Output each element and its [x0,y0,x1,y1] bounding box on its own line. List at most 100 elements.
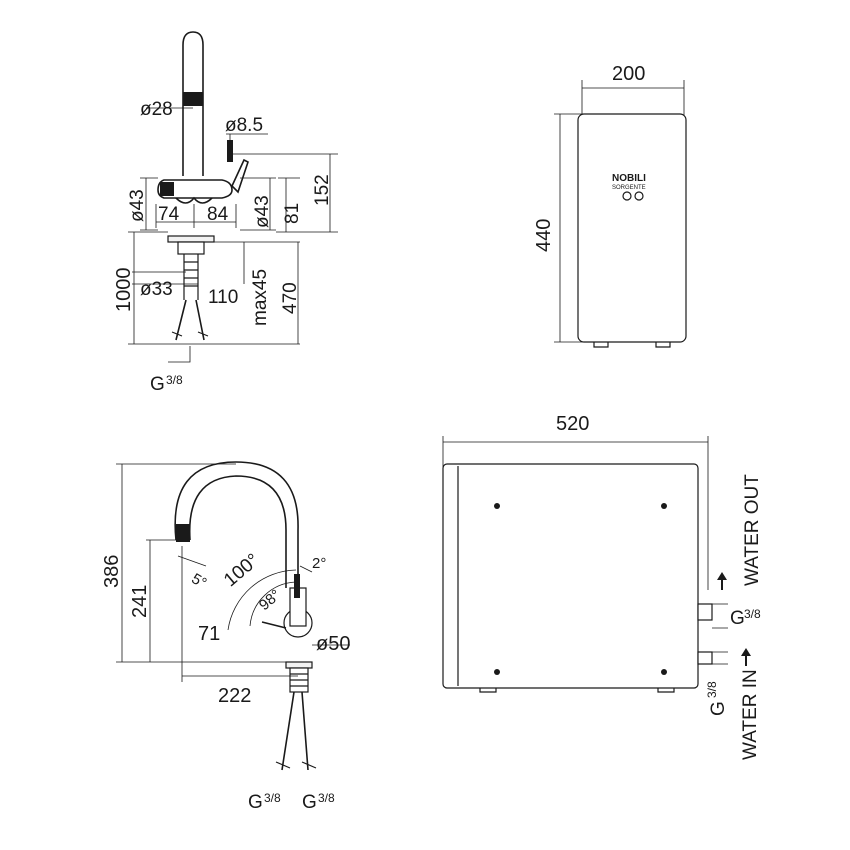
dim-line-386 [116,463,290,663]
spout-band [183,92,203,106]
label-152: 152 [312,174,333,206]
hose-fittings [171,331,209,337]
dim-line-43-right [240,177,276,231]
tank-feet [593,342,671,348]
label-thread-g-in: G [708,701,729,716]
dim-line-8-5 [226,133,268,150]
label-diam-50: ø50 [316,633,350,655]
dim-line-43-left [140,177,158,231]
label-386: 386 [101,555,123,588]
label-thread-g-out: G [730,608,745,629]
faucet-side-threads [290,673,308,687]
angle-arc-98 [249,581,297,627]
dim-line-222 [181,546,298,682]
tank-indicator-left [622,191,632,201]
tank-body [577,113,687,343]
tank-side-feet [479,688,675,693]
dim-line-520 [442,436,709,590]
supply-hoses [175,299,205,341]
tank-screw-br [661,669,667,675]
label-520: 520 [556,413,589,435]
water-in-fitting [697,651,713,665]
water-in-leader [712,651,728,665]
faucet-cap [160,182,174,196]
label-diam-8-5: ø8.5 [225,115,263,136]
label-angle-5: 5° [189,570,210,592]
label-1000: 1000 [113,268,135,313]
label-71: 71 [198,623,220,645]
label-water-in: WATER IN [740,669,761,760]
label-74: 74 [158,204,180,225]
label-thread-frac-right: 3/8 [318,791,335,805]
label-diam-33: ø33 [140,279,173,300]
faucet-threaded-shank [183,254,199,300]
dim-line-1000 [128,231,300,345]
label-thread-frac: 3/8 [166,373,183,387]
angle-line-2 [299,565,313,573]
dim-line-152 [232,153,338,233]
label-84: 84 [207,204,229,225]
faucet-body-lower [175,196,213,204]
angle-arc-100 [227,569,297,631]
faucet-lever [231,158,249,194]
tank-screw-tl [494,503,500,509]
faucet-body-outline [157,179,233,199]
label-angle-2: 2° [312,555,326,572]
tank-screw-tr [661,503,667,509]
label-81: 81 [282,203,303,224]
faucet-base-plate [167,235,215,243]
tank-brand-sub: SORGENTE [612,185,646,191]
shank-threads [184,261,198,287]
gooseneck-tip [176,524,190,542]
dim-line-440 [554,113,586,343]
water-out-fitting [697,603,713,621]
dim-line-81 [278,177,300,232]
faucet-side-hoses [281,691,309,771]
tank-brand-logo: NOBILI [612,173,646,184]
label-max45: max45 [250,269,271,326]
faucet-side-view: 386 241 5° 100° 2° 98° 71 ø50 222 G 3/8 … [101,461,350,813]
water-in-arrow-icon [741,648,751,666]
faucet-base-nut [177,241,205,255]
label-200: 200 [612,63,645,85]
gooseneck-inner [188,475,287,588]
tank-indicator-right [634,191,644,201]
lever-tip [227,140,233,162]
label-thread-frac-in: 3/8 [705,681,719,698]
label-241: 241 [129,585,151,618]
label-diam-28: ø28 [140,99,173,120]
faucet-front-view: ø28 ø8.5 ø43 74 84 ø43 81 152 1000 ø33 1… [113,31,338,395]
gooseneck-outer [174,461,299,588]
water-out-arrow-icon [717,572,727,590]
label-thread-frac-left: 3/8 [264,791,281,805]
label-diam-43-left: ø43 [127,189,148,222]
label-440: 440 [533,219,555,252]
label-thread-frac-out: 3/8 [744,607,761,621]
water-out-leader [712,603,728,629]
faucet-side-base [285,661,313,669]
label-angle-98: 98° [256,586,284,614]
angle-line-5 [177,555,207,567]
faucet-side-lever-top [294,574,300,598]
label-thread-g: G [150,374,165,395]
label-222: 222 [218,685,251,707]
tank-side-view: 520 WATER OUT WATER IN G 3/8 G 3/8 [442,413,763,760]
faucet-side-lever [261,621,287,629]
faucet-side-fittings [275,761,317,769]
tank-side-body [442,463,699,689]
label-thread-g-left: G [248,792,263,813]
label-angle-100: 100° [220,550,264,591]
label-water-out: WATER OUT [742,474,763,586]
tank-screw-bl [494,669,500,675]
label-diam-43-right: ø43 [252,195,273,228]
tank-front-view: NOBILI SORGENTE 200 440 [533,63,687,348]
dim-line-max45 [214,241,300,284]
dim-line-241 [146,539,182,662]
label-110: 110 [208,287,238,308]
dim-line-33 [132,271,198,285]
dim-line-200 [581,80,685,120]
label-thread-g-right: G [302,792,317,813]
dim-line-74-84 [155,204,237,228]
thread-leader [168,346,191,363]
